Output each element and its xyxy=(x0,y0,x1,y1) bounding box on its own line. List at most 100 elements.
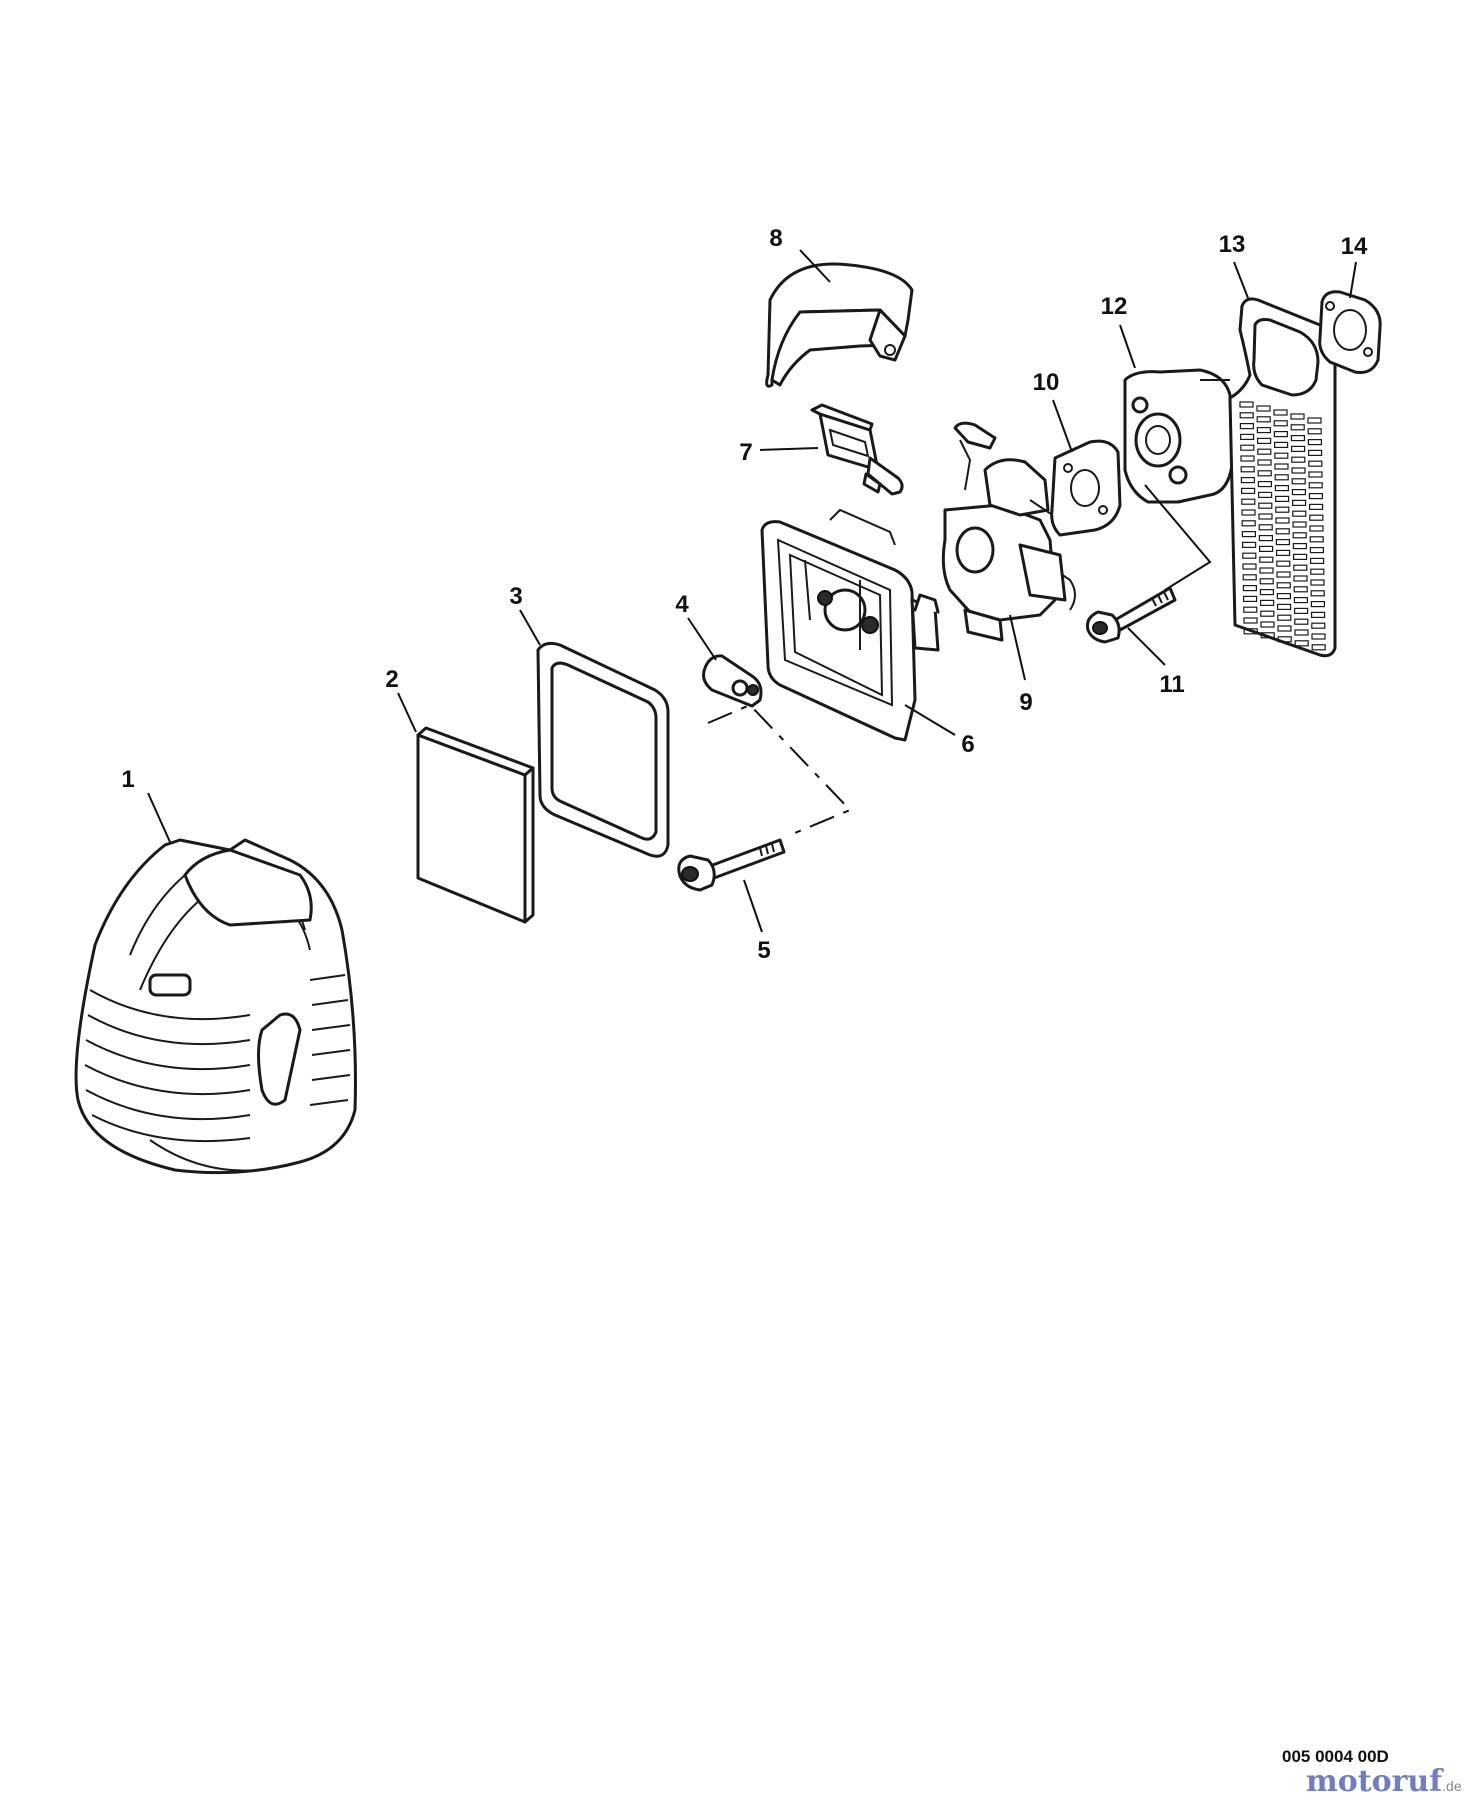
grille-slot xyxy=(1275,517,1290,524)
grille-slot xyxy=(1240,477,1256,484)
leader-11 xyxy=(1127,627,1166,666)
grille-slot xyxy=(1274,452,1289,459)
leader-7 xyxy=(759,447,819,451)
grille-slot xyxy=(1308,493,1324,500)
part-10-gasket xyxy=(1050,439,1122,537)
grille-slot xyxy=(1291,456,1306,463)
grille-slot xyxy=(1256,437,1272,444)
grille-slot xyxy=(1307,428,1322,435)
part-8-top-cover xyxy=(765,262,914,388)
grille-slot xyxy=(1307,417,1322,424)
grille-slot xyxy=(1273,441,1289,448)
part-14-gasket xyxy=(1318,290,1382,374)
leader-8 xyxy=(799,249,831,283)
part-1-cover xyxy=(74,838,357,1175)
grille-slot xyxy=(1256,427,1272,434)
grille-slot xyxy=(1259,588,1275,596)
grille-slot xyxy=(1275,506,1290,513)
grille-slot xyxy=(1273,420,1288,427)
leader-lines xyxy=(147,249,1357,933)
grille-slot xyxy=(1311,633,1326,640)
grille-slot xyxy=(1239,401,1254,408)
callout-labels: 1 2 3 4 5 6 7 8 9 10 11 12 13 14 xyxy=(121,225,1368,964)
grille-slot xyxy=(1241,530,1257,538)
grille-slot xyxy=(1259,556,1274,563)
part-12-insulator xyxy=(1123,368,1234,504)
grille-slot xyxy=(1292,553,1308,561)
grille-slot xyxy=(1257,481,1273,488)
grille-slot xyxy=(1309,536,1324,543)
watermark-suffix: .de xyxy=(1442,1778,1462,1794)
grille-slot xyxy=(1258,524,1273,531)
grille-slot xyxy=(1293,575,1308,582)
callout-10: 10 xyxy=(1033,369,1060,396)
grille-slot xyxy=(1294,629,1309,636)
grille-slot xyxy=(1309,546,1325,554)
leader-6 xyxy=(904,704,956,736)
grille-slot xyxy=(1243,617,1258,624)
grille-slot xyxy=(1241,498,1256,505)
leader-14 xyxy=(1349,261,1357,299)
grille-slot xyxy=(1273,409,1288,416)
grille-slot xyxy=(1240,444,1255,451)
part-3-gasket xyxy=(536,641,670,858)
grille-slot xyxy=(1311,644,1326,651)
grille-slot xyxy=(1292,542,1308,550)
assembly-line-5 xyxy=(707,703,852,836)
grille-slot xyxy=(1243,606,1258,613)
leader-2 xyxy=(397,692,417,733)
grille-slot xyxy=(1311,622,1326,629)
callout-3: 3 xyxy=(509,583,522,610)
grille-slot xyxy=(1292,532,1307,539)
grille-slot xyxy=(1293,596,1309,604)
grille-slot xyxy=(1273,431,1289,438)
grille-slot xyxy=(1292,510,1307,517)
part-6-air-cleaner-base xyxy=(760,508,940,742)
grille-slot xyxy=(1242,574,1257,581)
grille-slot xyxy=(1241,520,1256,527)
part-7-clip xyxy=(810,403,904,496)
grille-slot xyxy=(1291,489,1307,496)
grille-slot xyxy=(1275,549,1291,557)
grille-slot xyxy=(1310,611,1326,619)
grille-slot xyxy=(1276,582,1291,589)
grille-slot xyxy=(1256,416,1271,423)
grille-slot xyxy=(1257,459,1272,466)
leader-12 xyxy=(1119,324,1136,369)
part-4-bracket xyxy=(702,654,763,708)
leader-10 xyxy=(1052,399,1073,453)
grille-slot xyxy=(1308,482,1323,489)
watermark-main: motoruf xyxy=(1306,1764,1443,1799)
grille-slot xyxy=(1292,521,1307,528)
leader-13 xyxy=(1233,261,1249,299)
grille-slot xyxy=(1276,592,1292,600)
part-5-bolt xyxy=(677,838,786,892)
assembly-line-11 xyxy=(1144,484,1212,591)
grille-slot xyxy=(1277,636,1292,643)
grille-slot xyxy=(1242,552,1257,559)
grille-slot xyxy=(1256,405,1271,412)
grille-slot xyxy=(1274,463,1289,470)
callout-13: 13 xyxy=(1219,231,1246,258)
part-11-screw xyxy=(1086,586,1177,644)
grille-slot xyxy=(1294,618,1309,625)
grille-slot xyxy=(1293,564,1308,571)
callout-11: 11 xyxy=(1159,671,1184,698)
grille-slot xyxy=(1239,423,1255,430)
grille-slot xyxy=(1309,514,1324,521)
watermark-logo: motoruf.de xyxy=(1306,1764,1462,1799)
grille-slot xyxy=(1274,485,1290,492)
grille-slot xyxy=(1239,412,1254,419)
grille-slot xyxy=(1291,467,1306,474)
grille-slot xyxy=(1240,455,1255,462)
grille-slot xyxy=(1290,435,1306,442)
grille-slot xyxy=(1258,545,1274,553)
leader-9 xyxy=(1009,614,1026,681)
callout-7: 7 xyxy=(739,439,752,466)
grille-slot xyxy=(1242,584,1258,592)
part-13-plate xyxy=(1228,297,1337,658)
part-13-grille xyxy=(1239,401,1326,651)
grille-slot xyxy=(1290,445,1306,452)
callout-12: 12 xyxy=(1101,293,1128,320)
